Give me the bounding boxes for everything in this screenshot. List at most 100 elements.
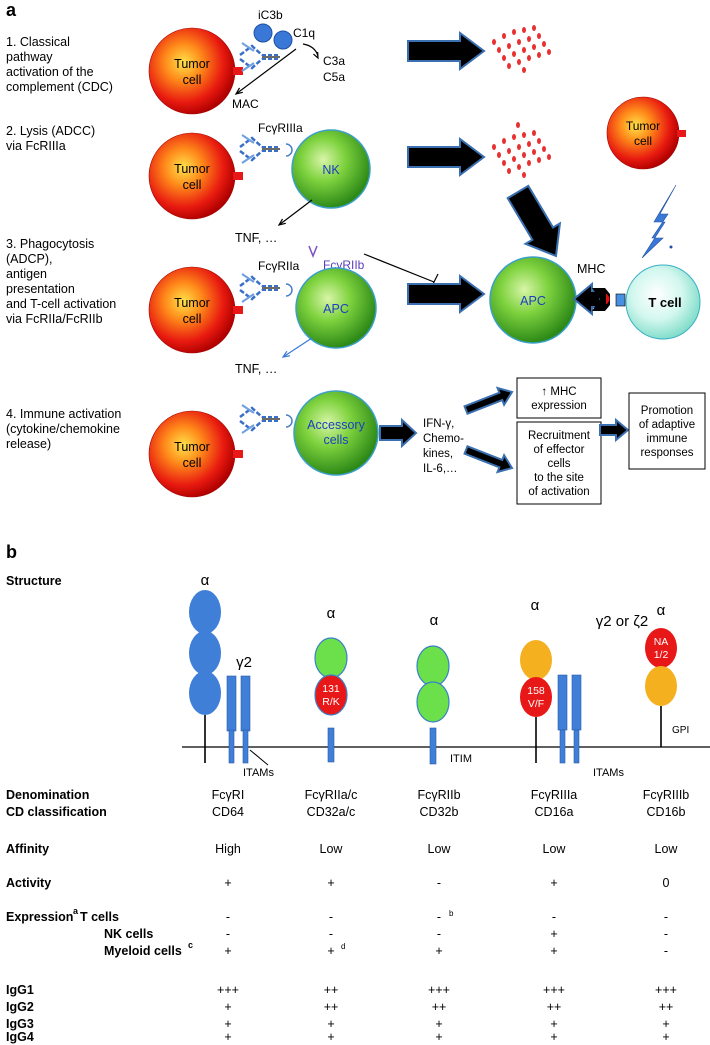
lysed-cell-fragment (502, 160, 506, 166)
fcgriiib-domain (645, 666, 677, 706)
t-cell (625, 264, 701, 340)
nk-tnf-arrow-head (277, 218, 286, 226)
cell-igg3: + (224, 1017, 231, 1031)
cell-name: FcγRIIb (417, 788, 460, 802)
cytokines-text: kines, (423, 448, 453, 460)
antibody-cdc-chain (241, 42, 255, 52)
cell-affinity: Low (655, 842, 679, 856)
cell-myeloid: + (550, 944, 557, 958)
lysed-cell-fragment (522, 172, 526, 178)
alpha-label: α (201, 572, 210, 589)
fcgriia-label: FcγRIIa (258, 259, 300, 273)
tumor-antigen (233, 67, 243, 75)
row-label-igg2: IgG2 (6, 1000, 34, 1014)
lysed-cell-fragment (532, 130, 536, 136)
cell-tcells: - (552, 910, 556, 924)
lysed-cell-fragment (517, 59, 521, 65)
mhc-expression-box (516, 377, 602, 419)
cell-igg4: + (662, 1030, 669, 1044)
tumor-cell-2 (148, 132, 236, 220)
lysed-cell-fragment (512, 29, 516, 35)
apc-cell-2-label: APC (520, 294, 546, 308)
lysed-cell-fragment (517, 164, 521, 170)
cell-affinity: Low (320, 842, 344, 856)
gamma2-label: γ2 (236, 654, 252, 671)
apc-uptake-arrow (506, 184, 562, 258)
fcgriib-tail (429, 727, 437, 765)
fcgriib-domain (416, 681, 450, 723)
fcgriia-domain (314, 674, 348, 716)
recruitment-box-text: Recruitment (528, 430, 591, 442)
cell-myeloid: + (224, 944, 231, 958)
gamma-tail (573, 729, 580, 764)
antibody-adcp-chain (239, 275, 263, 287)
mechanism-4-text: 4. Immune activation (6, 407, 121, 421)
cell-igg4: + (327, 1030, 334, 1044)
lysed-cell-fragment (547, 49, 551, 55)
fcgriiia-receptor (285, 143, 293, 157)
cell-cd: CD16a (535, 805, 574, 819)
cell-myeloid: - (664, 944, 668, 958)
lysed-cell-fragment (507, 63, 511, 69)
gamma-tail (242, 729, 249, 764)
antibody-adcp-chain (239, 289, 263, 301)
recruit-arrow (463, 444, 514, 474)
cell-igg4: + (435, 1030, 442, 1044)
lysed-cell-fragment (522, 47, 526, 53)
C1q-label: C1q (293, 26, 315, 40)
gamma-tail (228, 729, 235, 764)
tumor-label-line: Tumor (174, 296, 210, 310)
effect-arrow-3 (407, 274, 486, 314)
panel-b-letter: b (6, 542, 17, 562)
cell-igg3: + (435, 1017, 442, 1031)
cell-igg1: +++ (217, 983, 239, 997)
allele-158-label: V/F (528, 698, 544, 710)
tumor-cell-4 (148, 410, 236, 498)
cell-name: FcγRIIIb (643, 788, 690, 802)
cell-igg1: +++ (655, 983, 677, 997)
cell-affinity: High (215, 842, 241, 856)
lysed-cell-fragment (512, 51, 516, 57)
mechanism-3-text: presentation (6, 282, 75, 296)
lysed-cell-fragment (507, 168, 511, 174)
cell-nk: - (437, 927, 441, 941)
cell-igg4: + (224, 1030, 231, 1044)
promotion-box-text: immune (647, 433, 688, 445)
mechanism-1-text: activation of the (6, 65, 94, 79)
itams-label-1: ITAMs (243, 767, 274, 779)
promotion-box-text: of adaptive (639, 419, 695, 431)
cell-igg2: ++ (324, 1000, 339, 1014)
antibody-cdc-chain (239, 44, 263, 56)
cell-affinity: Low (543, 842, 567, 856)
fcgriia-tail (327, 727, 335, 763)
fcgri-domain (189, 590, 221, 634)
promotion-box-text: Promotion (641, 405, 693, 417)
mechanism-4-text: release) (6, 437, 51, 451)
fcgriiia-label: FcγRIIIa (258, 121, 303, 135)
lysed-cell-fragment (502, 55, 506, 61)
tumor-antigen (233, 172, 243, 180)
mhc-molecule (592, 288, 610, 311)
mhc-label: MHC (577, 262, 605, 276)
antibody-adcc-chain (239, 136, 263, 148)
complement-iC3b (253, 23, 273, 43)
tumor-label-line: cell (183, 312, 202, 326)
antibody-cdc-chain (241, 62, 255, 72)
apc-tnf-arrow-head (281, 350, 290, 358)
cell-myeloid: + (435, 944, 442, 958)
tumor-target-label: Tumor (626, 119, 660, 133)
C5a-label: C5a (323, 70, 345, 84)
tumor-antigen (677, 130, 686, 137)
antibody-cdc (239, 42, 280, 72)
antibody-adcp (239, 273, 280, 303)
lysed-cell-fragment (492, 144, 496, 150)
tumor-label: Tumor cell (174, 296, 210, 326)
itams-label-2: ITAMs (593, 767, 624, 779)
alpha-label: α (430, 612, 439, 629)
lysed-cell-fragment (537, 157, 541, 163)
cell-activity: + (224, 876, 231, 890)
lysed-cell-fragment (517, 39, 521, 45)
apc-cell-1-label: APC (323, 302, 349, 316)
nk-tnf-arrow (278, 199, 313, 226)
